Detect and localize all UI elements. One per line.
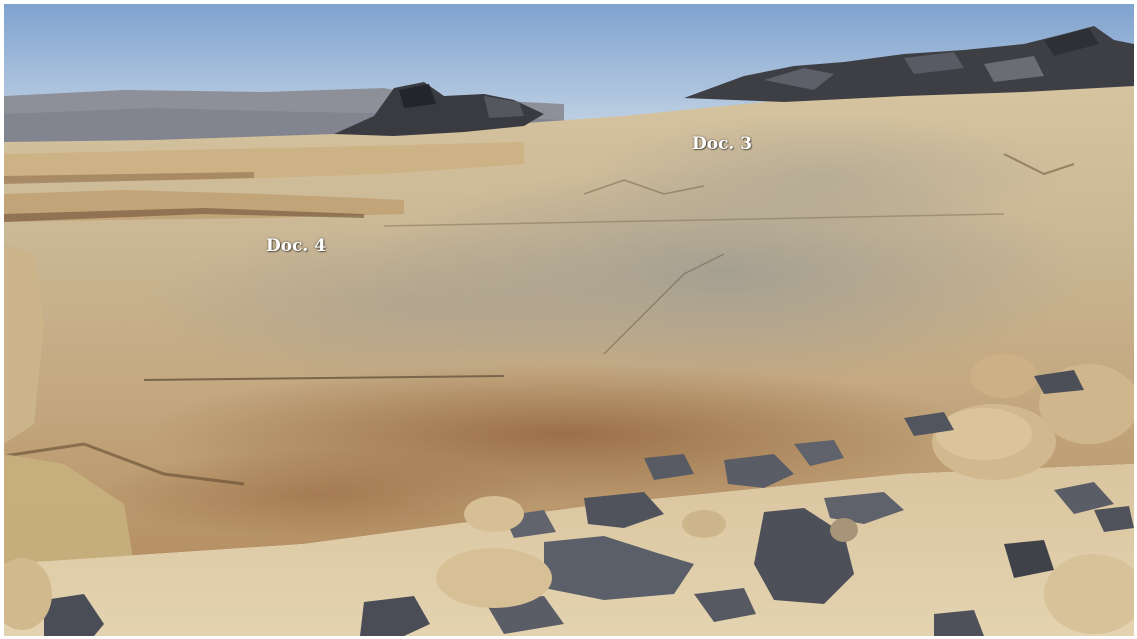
basalt-boulders-top-center xyxy=(334,82,544,136)
basalt-rubble-top-right xyxy=(684,26,1134,102)
upper-ledges xyxy=(4,142,524,182)
left-rock-edge xyxy=(4,244,44,444)
rock-art-panel-photo xyxy=(4,4,1134,636)
crack-lines xyxy=(143,375,505,381)
scattered-basalt-stones xyxy=(44,370,1134,636)
label-doc-4: Doc. 4 xyxy=(266,236,327,256)
landscape-illustration xyxy=(4,4,1134,636)
label-doc-3: Doc. 3 xyxy=(692,134,753,154)
sandstone-stones-foreground xyxy=(4,496,1134,634)
